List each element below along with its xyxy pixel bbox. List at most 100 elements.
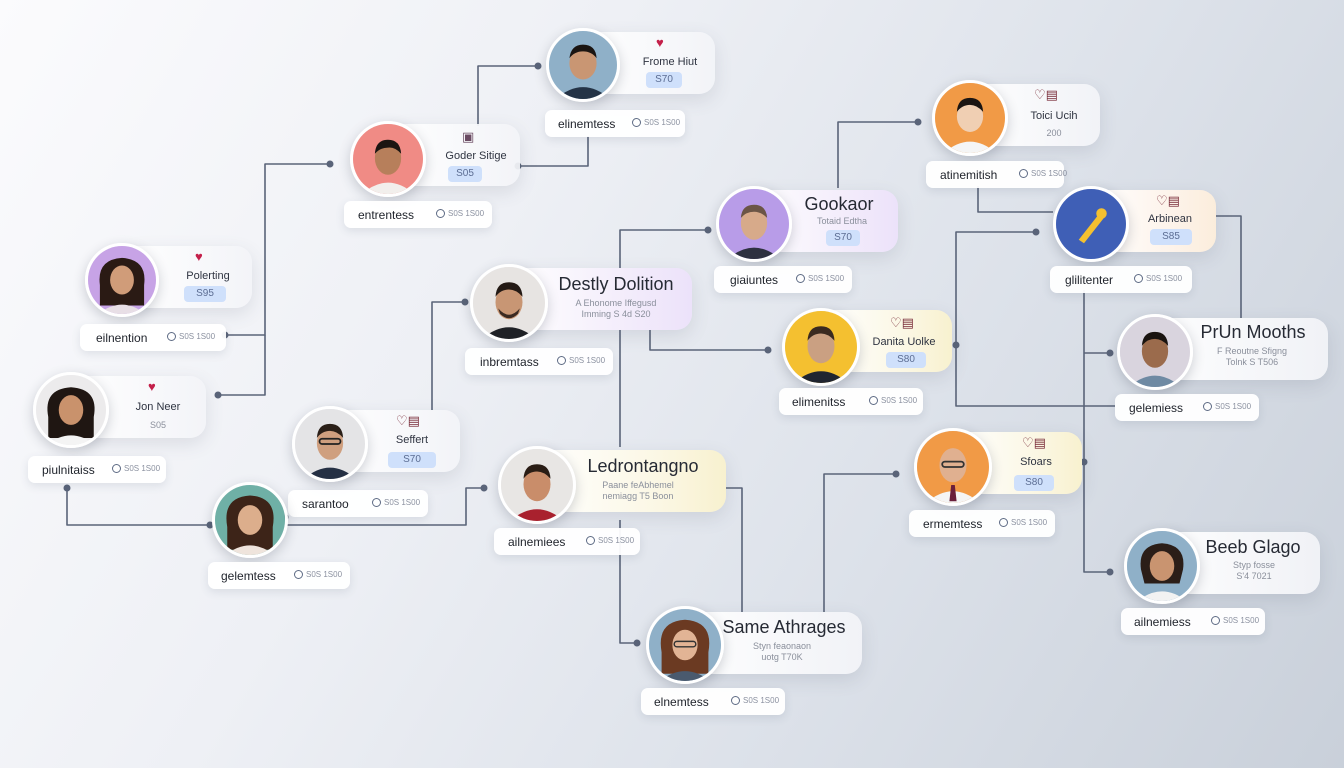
node-label-text: ermemtess [923,517,983,531]
circle-icon [294,570,303,579]
heart-box-icon: ♡▤ [890,315,914,330]
label-small-text: S0S 1S00 [644,118,681,127]
node-name: PrUn Mooths [1200,322,1306,342]
node-label-text: elinemtess [558,117,616,131]
circle-icon [436,209,445,218]
node-label-text: sarantoo [302,497,349,511]
node-name: Gookaor [804,194,874,214]
label-small-text: S0S 1S00 [569,356,606,365]
connector-frome-goder-lower [518,136,589,167]
label-small-text: S0S 1S00 [384,498,421,507]
node-name: Goder Sitige [445,150,507,162]
node-value-pill: S95 [184,286,226,302]
node-subtitle: F Reoutne Sfigng Tolnk S T506 [1216,346,1288,367]
connector-destly-seffert [431,301,465,410]
node-label-ledron[interactable]: ailnemiees S0S 1S00 [494,528,640,555]
circle-icon [869,396,878,405]
connector-toicu-arbinean [977,186,1053,213]
node-label-text: eilnention [96,331,148,345]
node-name: Polerting [186,270,230,282]
label-small-text: S0S 1S00 [1215,402,1252,411]
avatar [1117,314,1193,390]
node-label-destly[interactable]: inbremtass S0S 1S00 [465,348,613,375]
label-small-text: S0S 1S00 [1011,518,1048,527]
label-small-text: S0S 1S00 [808,274,845,283]
node-name: Ledrontangno [587,456,699,476]
node-label-gookaor[interactable]: giaiuntes S0S 1S00 [714,266,852,293]
label-small-text: S0S 1S00 [1223,616,1260,625]
circle-icon [112,464,121,473]
connector-arbinean-danita [955,231,1036,345]
node-label-beeb[interactable]: ailnemiess S0S 1S00 [1121,608,1265,635]
pin-box-icon: ♡▤ [1156,193,1180,208]
label-small-text: S0S 1S00 [124,464,161,473]
node-value-pill: S70 [826,230,860,246]
avatar [646,606,724,684]
node-name: Toici Ucih [1030,110,1078,122]
label-small-text: S0S 1S00 [598,536,635,545]
circle-icon [586,536,595,545]
node-label-toicu[interactable]: atinemitish S0S 1S00 [926,161,1068,188]
label-small-text: S0S 1S00 [1146,274,1183,283]
node-name: Frome Hiut [642,56,698,68]
node-value-pill: S05 [448,166,482,182]
circle-icon [372,498,381,507]
node-name: Sfoars [1020,456,1052,468]
avatar [470,264,548,342]
node-subtitle: Paane feAbhemel nemiagg T5 Boon [602,480,674,501]
label-small-text: S0S 1S00 [448,209,485,218]
avatar [546,28,620,102]
connector-goder-polerting [225,163,330,336]
node-label-prun[interactable]: gelemiess S0S 1S00 [1115,394,1259,421]
node-value-pill: S85 [1150,229,1192,245]
label-small-text: S0S 1S00 [881,396,918,405]
avatar [33,372,109,448]
node-value-pill: S70 [388,452,436,468]
circle-icon [557,356,566,365]
node-label-text: inbremtass [480,355,539,369]
node-name: Jon Neer [135,401,181,413]
node-label-woman-green[interactable]: gelemtess S0S 1S00 [208,562,350,589]
circle-icon [796,274,805,283]
node-subtitle: Styp fosse S'4 7021 [1232,560,1276,581]
label-small-text: S0S 1S00 [743,696,780,705]
avatar[interactable] [212,482,288,558]
connector-frome-goder [477,65,538,126]
pin-box-icon: ♡▤ [396,413,420,428]
circle-icon [1134,274,1143,283]
node-label-jonneer[interactable]: piulnitaiss S0S 1S00 [28,456,166,483]
node-label-polerting[interactable]: eilnention S0S 1S00 [80,324,226,351]
heart-pin-icon: ♥ [656,35,664,50]
circle-icon [1019,169,1028,178]
connector-jonneer-woman [66,488,210,526]
node-name: Same Athrages [722,617,846,637]
connector-ledron-same [619,520,637,644]
node-label-arbinean[interactable]: glilitenter S0S 1S00 [1050,266,1192,293]
heart-icon: ♥ [148,379,156,394]
node-label-text: gelemiess [1129,401,1184,415]
circle-icon [1203,402,1212,411]
connector-arbinean-prun [1216,215,1242,318]
connector-gookaor-destly [619,229,708,447]
node-label-seffert[interactable]: sarantoo S0S 1S00 [288,490,428,517]
avatar [498,446,576,524]
avatar [716,186,792,262]
node-label-text: piulnitaiss [42,463,95,477]
node-name: Seffert [395,434,429,446]
node-label-text: gelemtess [221,569,276,583]
circle-icon [999,518,1008,527]
node-label-danita[interactable]: elimenitss S0S 1S00 [779,388,923,415]
node-label-text: elnemtess [654,695,709,709]
node-label-same[interactable]: elnemtess S0S 1S00 [641,688,785,715]
node-value-pill: S70 [646,72,682,88]
circle-icon [167,332,176,341]
node-label-sfoars[interactable]: ermemtess S0S 1S00 [909,510,1055,537]
node-value-pill: S80 [1014,475,1054,491]
avatar [932,80,1008,156]
node-name: Danita Uolke [872,336,936,348]
node-label-goder[interactable]: entrentess S0S 1S00 [344,201,492,228]
avatar [1124,528,1200,604]
label-small-text: S0S 1S00 [1031,169,1068,178]
node-label-frome[interactable]: elinemtess S0S 1S00 [545,110,685,137]
connector-ledron-side [726,487,743,612]
